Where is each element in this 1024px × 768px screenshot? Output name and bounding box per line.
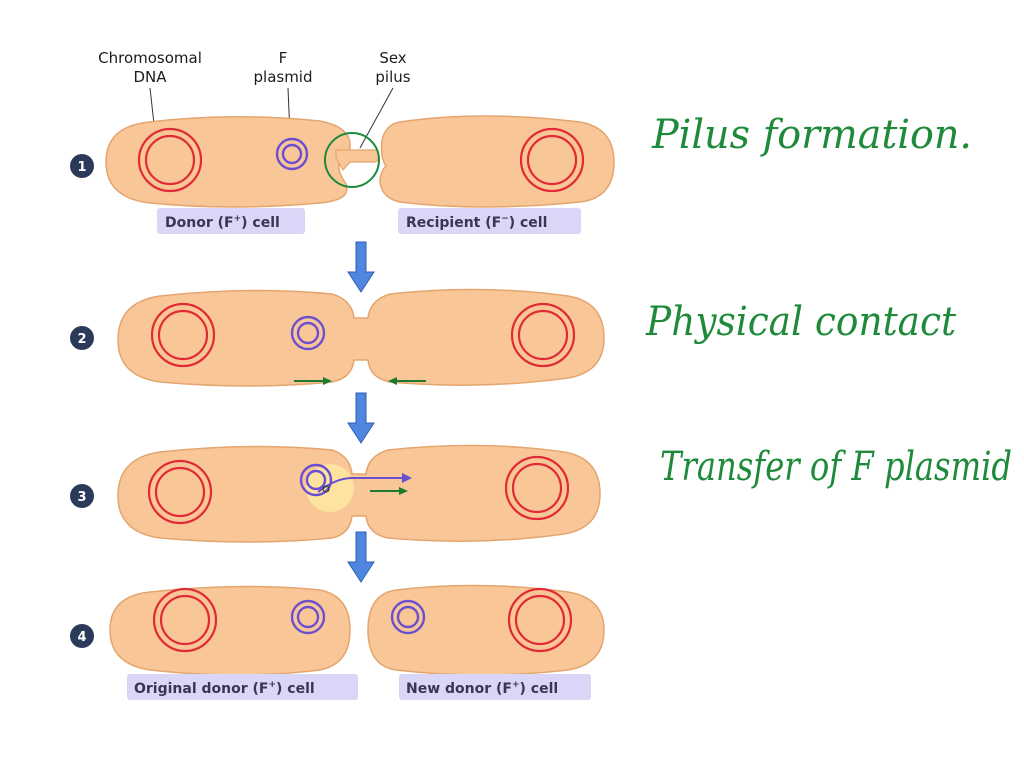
- chromosome-inner: [159, 594, 211, 646]
- f-plasmid-outer: [290, 599, 326, 635]
- step-2-number: 2: [77, 332, 86, 347]
- transfer-direction-arrow-head: [399, 487, 408, 495]
- step-1-number: 1: [77, 160, 86, 175]
- contact-arrow-right-head: [323, 377, 332, 385]
- step-4-badge: [70, 624, 94, 648]
- label-chromosomal-dna-1: Chromosomal: [98, 49, 202, 67]
- new-f-plasmid-inner: [396, 605, 420, 629]
- step-4-number: 4: [77, 630, 86, 645]
- donor-cell-label: Donor (F+) cell: [165, 214, 280, 231]
- donor-cell-step1: [105, 116, 351, 208]
- note-physical-contact: Physical contact: [645, 299, 957, 345]
- step-1-badge: [70, 154, 94, 178]
- f-plasmid-inner: [281, 143, 303, 165]
- new-donor-chromosome-inner: [514, 594, 566, 646]
- recipient-chromosome-outer: [510, 302, 576, 368]
- sex-pilus: [335, 149, 380, 172]
- label-chromosomal-dna-2: DNA: [133, 68, 167, 86]
- pointer-sex-pilus: [359, 87, 394, 149]
- note-transfer-of-f-plasmid: Transfer of F plasmid: [660, 444, 1012, 490]
- transferring-strand: [317, 477, 404, 493]
- f-plasmid-inner: [305, 469, 327, 491]
- recipient-label-box: [398, 208, 581, 234]
- origin-marker: [322, 485, 330, 493]
- chromosome-inner: [144, 134, 196, 186]
- chromosome-outer: [137, 127, 203, 193]
- pilus-highlight-circle: [324, 132, 380, 188]
- contact-arrow-left-head: [388, 377, 397, 385]
- new-f-plasmid-outer: [390, 599, 426, 635]
- chromosome-inner: [154, 466, 206, 518]
- chromosome-inner: [157, 309, 209, 361]
- chromosome-outer: [150, 302, 216, 368]
- label-sex-pilus-2: pilus: [375, 68, 410, 86]
- chromosome-outer: [152, 587, 218, 653]
- step-1: 1 Donor (F+) cell Recipient (F−) cell: [70, 115, 615, 234]
- new-donor-cell: [367, 584, 605, 676]
- transferring-strand-head: [402, 473, 412, 483]
- original-donor-cell-label: Original donor (F+) cell: [134, 680, 315, 697]
- recipient-chromosome-inner: [517, 309, 569, 361]
- recipient-chromosome-outer: [519, 127, 585, 193]
- f-plasmid-outer: [290, 315, 326, 351]
- note-pilus-formation: Pilus formation.: [651, 112, 972, 158]
- cells-in-transfer-step3: [117, 444, 601, 543]
- annotations: Pilus formation. Physical contact Transf…: [645, 112, 1012, 490]
- top-labels: Chromosomal DNA F plasmid Sex pilus: [98, 49, 411, 149]
- label-f-plasmid-2: plasmid: [254, 68, 313, 86]
- step-3-number: 3: [77, 490, 86, 505]
- label-f-plasmid-1: F: [279, 49, 288, 67]
- chromosome-outer: [147, 459, 213, 525]
- new-donor-cell-label: New donor (F+) cell: [406, 680, 558, 697]
- recipient-chromosome-inner: [526, 134, 578, 186]
- step-3-badge: [70, 484, 94, 508]
- original-donor-cell: [109, 585, 351, 676]
- recipient-cell-step1: [379, 115, 615, 208]
- recipient-chromosome-outer: [504, 455, 570, 521]
- original-donor-label-box: [127, 674, 358, 700]
- down-arrow-3: [347, 531, 375, 583]
- new-donor-label-box: [399, 674, 591, 700]
- new-donor-chromosome-outer: [507, 587, 573, 653]
- f-plasmid-outer: [299, 463, 333, 497]
- step-2: 2: [70, 288, 605, 387]
- down-arrow-2: [347, 392, 375, 444]
- f-plasmid-inner: [296, 321, 320, 345]
- step-2-badge: [70, 326, 94, 350]
- recipient-cell-label: Recipient (F−) cell: [406, 214, 547, 231]
- label-sex-pilus-1: Sex: [379, 49, 406, 67]
- step-4: 4 Original donor (F+) cell New donor (F+…: [70, 584, 605, 700]
- down-arrow-1: [347, 241, 375, 293]
- recipient-chromosome-inner: [511, 462, 563, 514]
- step-3: 3: [70, 444, 601, 543]
- cells-in-contact-step2: [117, 288, 605, 387]
- donor-label-box: [157, 208, 305, 234]
- f-plasmid-outer: [275, 137, 309, 171]
- f-plasmid-inner: [296, 605, 320, 629]
